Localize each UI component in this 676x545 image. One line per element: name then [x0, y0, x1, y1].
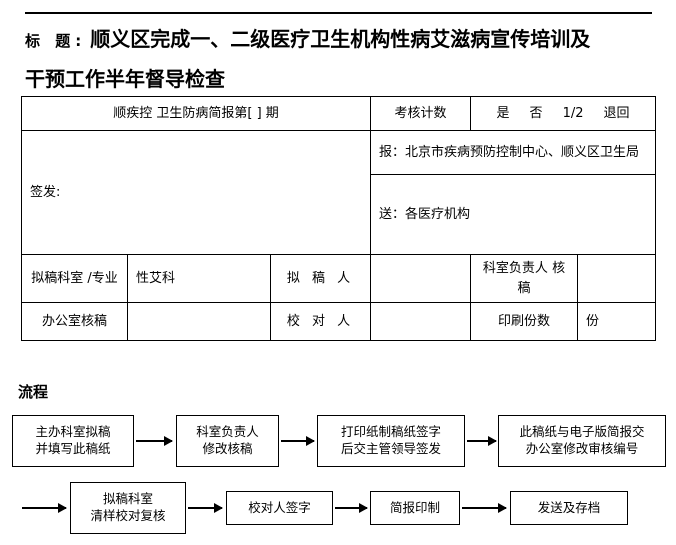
flow-step-4-line2: 办公室修改审核编号 [525, 441, 639, 456]
draft-dept-label-line1: 拟稿科室 [31, 270, 84, 286]
flow-step-5-line2: 清样校对复核 [90, 508, 166, 523]
table-row-issue: 签发: 报：北京市疾病预防控制中心、顺义区卫生局 [20, 130, 657, 255]
flow-arrow-1-2 [136, 436, 173, 446]
document-form-table: 顺疾控 卫生防病简报第[ ] 期 考核计数 是 否 1/2 退回 签发: 报：北京市疾… [20, 96, 657, 341]
bulletin-number-cell[interactable]: 顺疾控 卫生防病简报第[ ] 期 [20, 96, 372, 131]
flow-step-8-line1: 发送及存档 [537, 499, 601, 515]
title-top-rule [25, 12, 652, 14]
table-row-office: 办公室核稿 校 对 人 印刷份数 份 [21, 302, 657, 341]
send-to-cell: 送：各医疗机构 [370, 174, 657, 255]
flow-step-2-line1: 科室负责人 [196, 424, 259, 440]
drafter-label-cell: 拟 稿 人 [269, 254, 372, 303]
dept-head-label-line2: 核稿 [517, 261, 566, 296]
flow-arrow-2-3 [281, 436, 315, 446]
flow-step-2-line2: 修改核稿 [202, 441, 253, 456]
option-yes[interactable]: 是 [496, 105, 510, 121]
flow-arrow-5-6 [188, 503, 223, 513]
title-label: 标 题: [25, 32, 87, 50]
table-row-draft: 拟稿科室 /专业 性艾科 拟 稿 人 科室负责人 核稿 [21, 254, 657, 303]
title-text-line-1: 顺义区完成一、二级医疗卫生机构性病艾滋病宣传培训及 [90, 27, 591, 51]
dept-head-value-cell[interactable] [577, 254, 657, 303]
print-count-label-cell: 印刷份数 [470, 302, 579, 341]
flow-arrow-3-4 [467, 436, 497, 446]
option-half[interactable]: 1/2 [562, 105, 584, 121]
title-line-2: 干预工作半年督导检查 [25, 60, 655, 98]
flow-step-7[interactable]: 简报印制 [370, 491, 460, 525]
assessment-label-cell: 考核计数 [370, 96, 472, 131]
flow-step-4-line1: 此稿纸与电子版简报交 [519, 424, 645, 440]
flow-step-3-line2: 后交主管领导签发 [340, 441, 441, 456]
flow-diagram: 主办科室拟稿 并填写此稿纸 科室负责人 修改核稿 打印纸制稿纸签字 后交主管领导… [0, 405, 676, 545]
print-count-unit-cell: 份 [577, 302, 657, 341]
dept-head-label-line1: 科室负责人 [482, 261, 548, 276]
flow-arrow-7-8 [462, 503, 507, 513]
flow-arrow-6-7 [335, 503, 368, 513]
flow-step-4[interactable]: 此稿纸与电子版简报交 办公室修改审核编号 [498, 415, 666, 467]
flow-step-5[interactable]: 拟稿科室 清样校对复核 [70, 482, 186, 534]
table-row-header: 顺疾控 卫生防病简报第[ ] 期 考核计数 是 否 1/2 退回 [20, 96, 657, 131]
drafter-value-cell[interactable] [370, 254, 472, 303]
flow-step-1-line1: 主办科室拟稿 [35, 424, 111, 440]
flow-step-7-line1: 简报印制 [389, 499, 440, 515]
office-review-label-cell: 办公室核稿 [21, 302, 128, 341]
proofreader-value-cell[interactable] [370, 302, 472, 341]
flow-step-3-line1: 打印纸制稿纸签字 [340, 424, 441, 440]
dept-head-label-cell: 科室负责人 核稿 [470, 254, 579, 303]
flow-step-5-line1: 拟稿科室 [102, 491, 153, 507]
flow-step-1-line2: 并填写此稿纸 [35, 441, 111, 456]
flow-step-3[interactable]: 打印纸制稿纸签字 后交主管领导签发 [317, 415, 465, 467]
table-row-send: 送：各医疗机构 [22, 174, 657, 255]
report-to-cell: 报：北京市疾病预防控制中心、顺义区卫生局 [370, 130, 657, 175]
flow-step-2[interactable]: 科室负责人 修改核稿 [176, 415, 279, 467]
issuer-cell[interactable]: 签发: [20, 130, 372, 255]
flow-step-8[interactable]: 发送及存档 [510, 491, 628, 525]
flow-step-1[interactable]: 主办科室拟稿 并填写此稿纸 [12, 415, 134, 467]
draft-dept-value-cell[interactable]: 性艾科 [127, 254, 271, 303]
office-review-value-cell[interactable] [127, 302, 271, 341]
title-text-line-2: 干预工作半年督导检查 [25, 67, 225, 91]
draft-dept-label-line2: /专业 [87, 270, 118, 286]
issuer-label: 签发: [30, 184, 61, 200]
proofreader-label-cell: 校 对 人 [269, 302, 372, 341]
assessment-options-cell[interactable]: 是 否 1/2 退回 [470, 96, 657, 131]
flow-step-6-line1: 校对人签字 [248, 499, 311, 515]
option-no[interactable]: 否 [529, 105, 543, 121]
title-line-1: 标 题:顺义区完成一、二级医疗卫生机构性病艾滋病宣传培训及 [25, 20, 655, 60]
draft-dept-label-cell: 拟稿科室 /专业 [21, 254, 128, 303]
flow-arrow-4-5 [22, 503, 67, 513]
flow-step-6[interactable]: 校对人签字 [226, 491, 333, 525]
flow-section-heading: 流程 [18, 383, 49, 401]
option-return[interactable]: 退回 [603, 105, 630, 121]
document-title-block: 标 题:顺义区完成一、二级医疗卫生机构性病艾滋病宣传培训及 干预工作半年督导检查 [25, 20, 655, 98]
